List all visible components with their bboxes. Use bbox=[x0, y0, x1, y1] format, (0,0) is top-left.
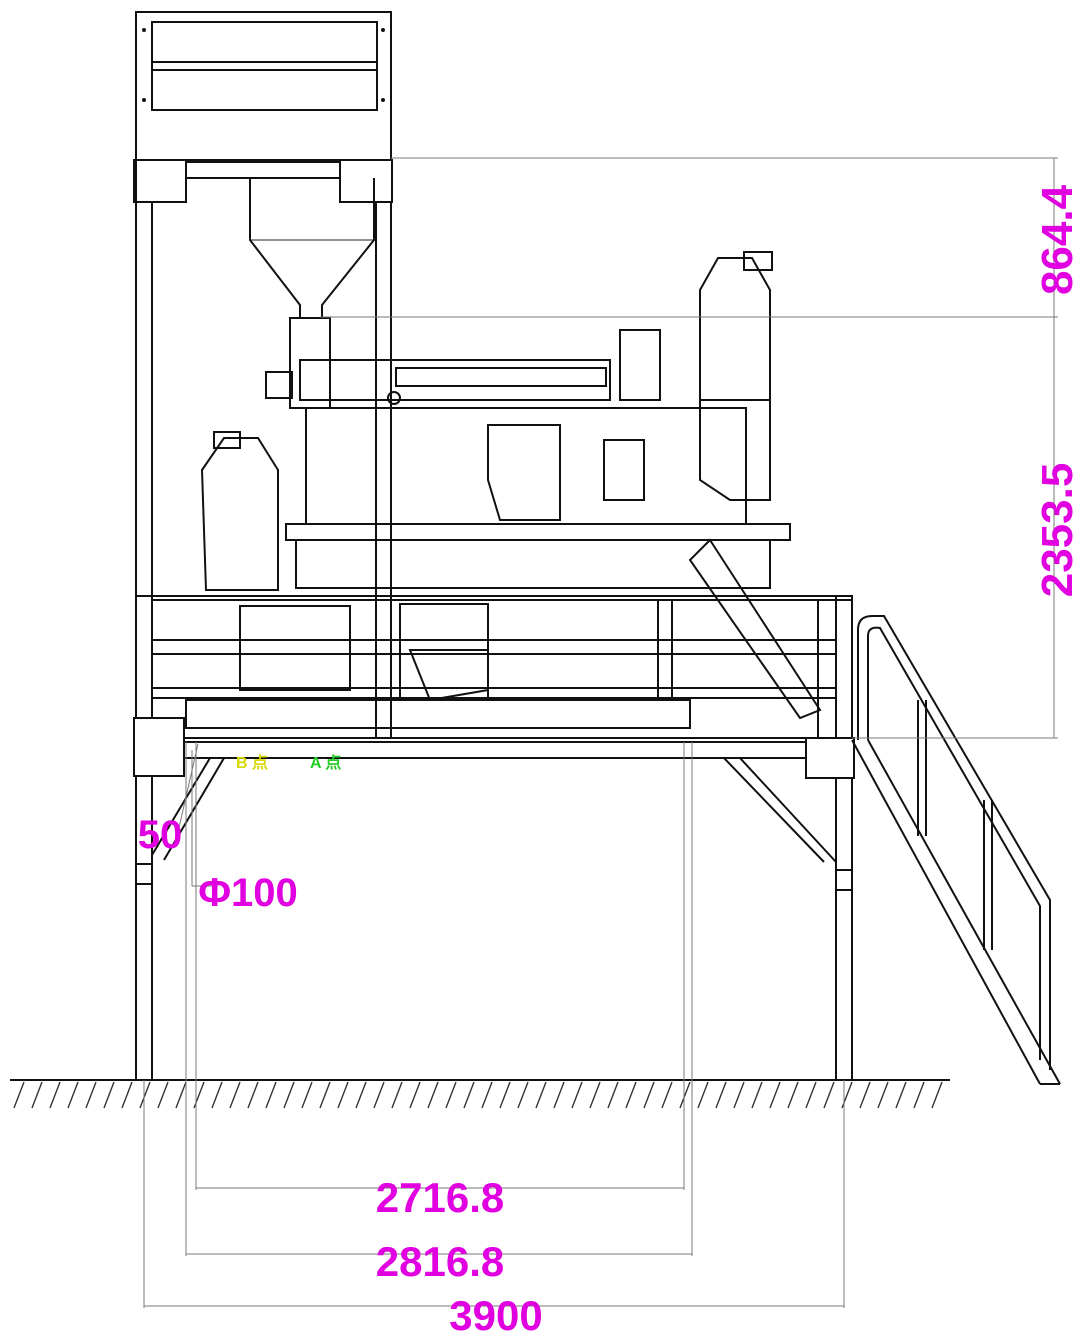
callout-tag-b: B 点 bbox=[236, 753, 268, 772]
ground-hatch-line bbox=[535, 1081, 547, 1109]
ground-hatch-line bbox=[409, 1081, 421, 1109]
dimension-outer-width: 2816.8 bbox=[376, 1238, 504, 1285]
feed-hopper bbox=[249, 178, 375, 409]
callout-tag-a: A 点 bbox=[310, 753, 341, 772]
ground-hatch-line bbox=[265, 1081, 277, 1109]
ground-hatch-line bbox=[319, 1081, 331, 1109]
dimension-lines bbox=[143, 157, 1058, 1308]
ground-hatch-line bbox=[499, 1081, 511, 1109]
ground-hatch-line bbox=[913, 1081, 925, 1109]
ground-hatch-line bbox=[553, 1081, 565, 1109]
ground-hatch-line bbox=[13, 1081, 25, 1109]
ground-hatch-line bbox=[121, 1081, 133, 1109]
ground-hatch-line bbox=[661, 1081, 673, 1109]
ground-hatch-line bbox=[49, 1081, 61, 1109]
dimension-offset: 50 bbox=[138, 813, 183, 857]
platform-railing bbox=[135, 595, 853, 743]
ground-hatch-line bbox=[85, 1081, 97, 1109]
ground-hatch-line bbox=[805, 1081, 817, 1109]
ground-hatch-line bbox=[697, 1081, 709, 1109]
ground-hatch-line bbox=[67, 1081, 79, 1109]
dimension-labels: 864.4 2353.5 2716.8 2816.8 3900 50 Φ100 … bbox=[138, 184, 1080, 1339]
ground-hatch-line bbox=[607, 1081, 619, 1109]
ground-hatch-line bbox=[247, 1081, 259, 1109]
ground-hatch-line bbox=[283, 1081, 295, 1109]
ground-hatch-line bbox=[481, 1081, 493, 1109]
ground-hatch-line bbox=[877, 1081, 889, 1109]
dimension-inner-width: 2716.8 bbox=[376, 1174, 504, 1221]
ground-hatch-line bbox=[859, 1081, 871, 1109]
ground-hatch-line bbox=[301, 1081, 313, 1109]
sorter-machine bbox=[200, 251, 822, 720]
dimension-total-width: 3900 bbox=[449, 1292, 542, 1339]
ground-hatch-line bbox=[211, 1081, 223, 1109]
ground-hatch-line bbox=[373, 1081, 385, 1109]
ground-hatching bbox=[10, 1079, 950, 1109]
ground-hatch-line bbox=[391, 1081, 403, 1109]
ground-hatch-line bbox=[895, 1081, 907, 1109]
upper-frame bbox=[133, 11, 393, 203]
ground-hatch-line bbox=[625, 1081, 637, 1109]
ground-hatch-line bbox=[823, 1081, 835, 1109]
ground-hatch-line bbox=[643, 1081, 655, 1109]
ground-hatch-line bbox=[337, 1081, 349, 1109]
ground-hatch-line bbox=[175, 1081, 187, 1109]
ground-hatch-line bbox=[463, 1081, 475, 1109]
ground-hatch-line bbox=[229, 1081, 241, 1109]
ground-hatch-line bbox=[931, 1081, 943, 1109]
ground-hatch-line bbox=[715, 1081, 727, 1109]
ground-hatch-line bbox=[787, 1081, 799, 1109]
dimension-main-height: 2353.5 bbox=[1033, 463, 1080, 598]
ground-hatch-line bbox=[733, 1081, 745, 1109]
ground-hatch-line bbox=[31, 1081, 43, 1109]
ground-hatch-line bbox=[445, 1081, 457, 1109]
ground-hatch-line bbox=[355, 1081, 367, 1109]
ground-hatch-line bbox=[157, 1081, 169, 1109]
ground-hatch-line bbox=[769, 1081, 781, 1109]
ground-hatch-line bbox=[589, 1081, 601, 1109]
support-columns bbox=[135, 160, 853, 1080]
ground-hatch-line bbox=[679, 1081, 691, 1109]
ground-hatch-line bbox=[139, 1081, 151, 1109]
ground-hatch-line bbox=[751, 1081, 763, 1109]
ground-hatch-line bbox=[571, 1081, 583, 1109]
ground-hatch-line bbox=[427, 1081, 439, 1109]
dimension-upper-height: 864.4 bbox=[1033, 184, 1080, 295]
ground-hatch-line bbox=[517, 1081, 529, 1109]
access-stairs bbox=[851, 615, 1061, 1085]
platform-beam bbox=[133, 717, 855, 891]
dimension-leg-diameter: Φ100 bbox=[198, 871, 298, 915]
ground-hatch-line bbox=[103, 1081, 115, 1109]
